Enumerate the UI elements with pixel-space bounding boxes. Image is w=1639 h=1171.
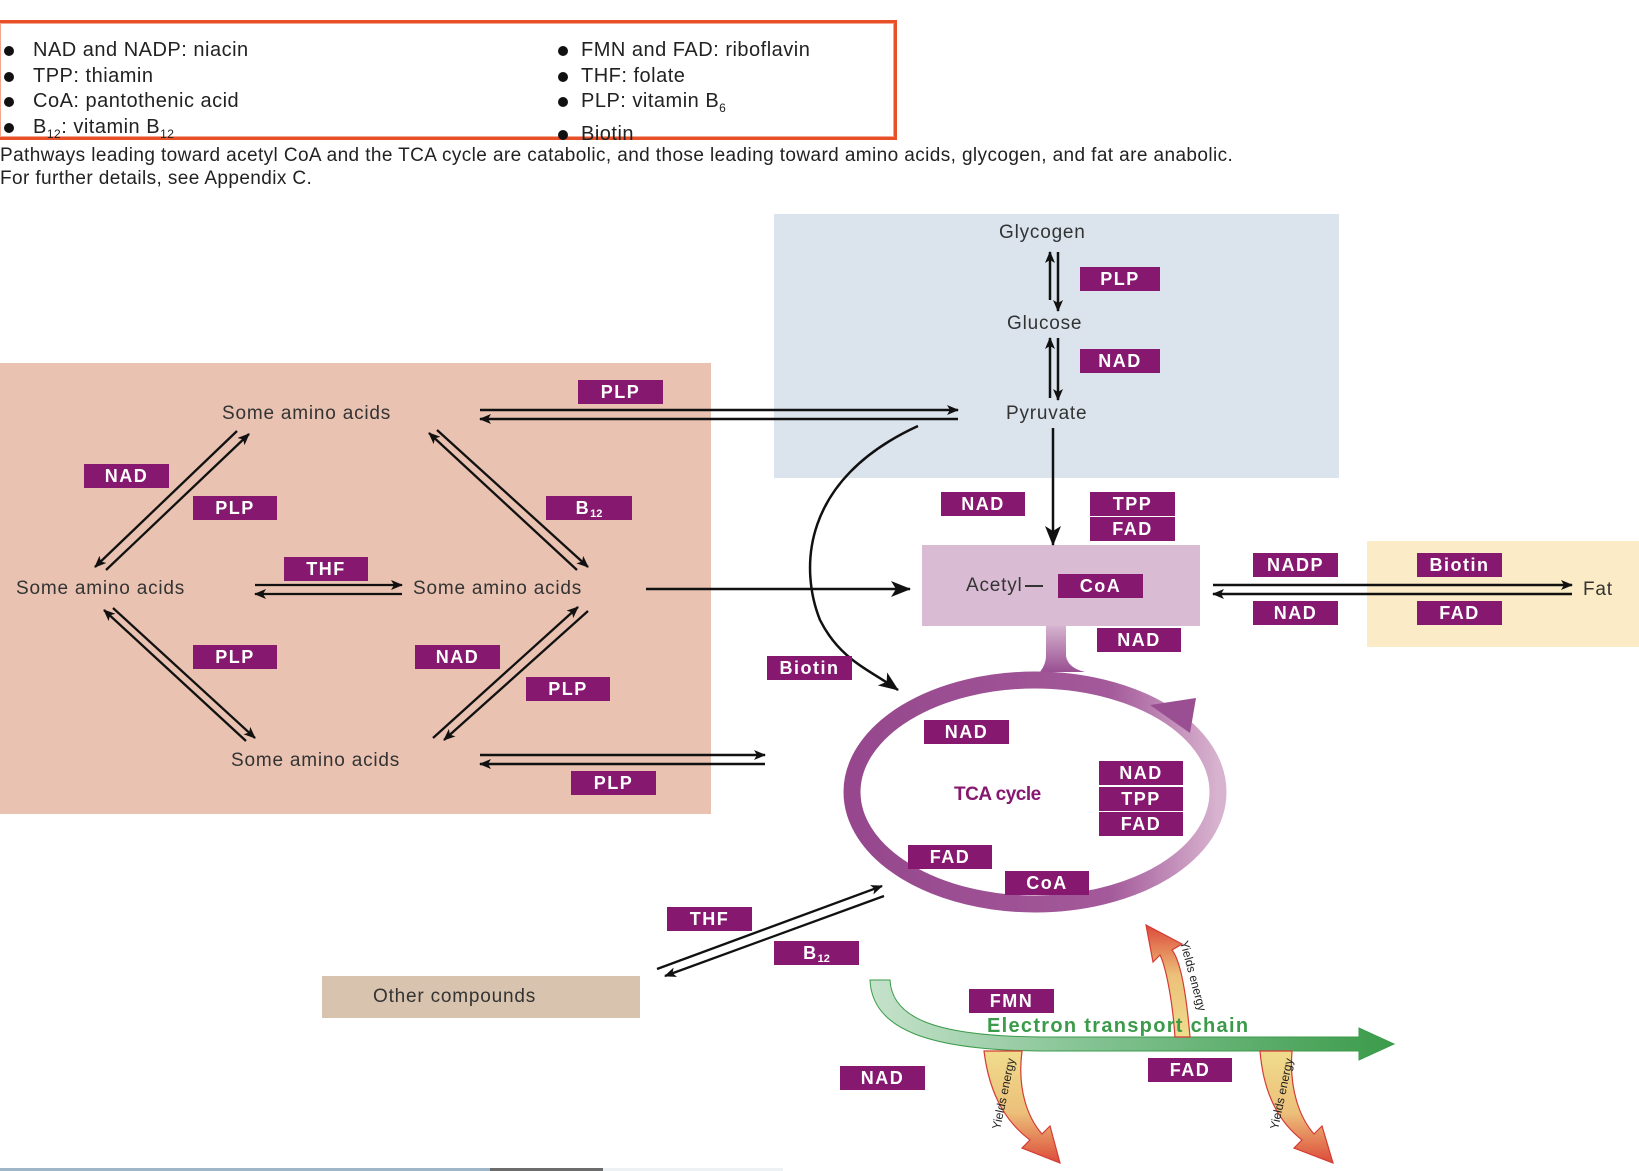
legend-item: CoA: pantothenic acid xyxy=(4,89,249,115)
arrow-amino-right-to-bottom xyxy=(443,610,589,741)
cofactor-tag-fad: FAD xyxy=(1148,1058,1232,1082)
yields-energy-arrow-1 xyxy=(983,1050,1061,1164)
cofactor-tag-nad: NAD xyxy=(1080,349,1160,373)
cofactor-tag-plp: PLP xyxy=(193,645,277,669)
tca-cycle-ring xyxy=(843,671,1227,913)
legend-item: Biotin xyxy=(556,122,810,148)
node-pyruvate: Pyruvate xyxy=(1006,403,1088,424)
tca-entry-stem xyxy=(1040,626,1085,672)
cofactor-tag-nad: NAD xyxy=(1097,628,1181,652)
node-glycogen: Glycogen xyxy=(999,222,1086,243)
arrow-amino-left-to-top xyxy=(105,433,250,571)
cofactor-tag-tpp: TPP xyxy=(1090,492,1175,516)
cofactor-tag-nad: NAD xyxy=(84,464,169,488)
cofactor-tag-coa: CoA xyxy=(1058,574,1143,598)
node-amino-acids-left: Some amino acids xyxy=(16,578,186,599)
cofactor-tag-nad: NAD xyxy=(941,492,1025,516)
cofactor-tag-plp: PLP xyxy=(193,496,277,520)
yields-energy-arrow-3 xyxy=(1259,1050,1334,1164)
cofactor-tag-fmn: FMN xyxy=(969,989,1054,1013)
cofactor-tag-coa: CoA xyxy=(1005,871,1089,895)
legend-item: TPP: thiamin xyxy=(4,64,249,90)
cofactor-tag-plp: PLP xyxy=(526,677,610,701)
legend-right-column: FMN and FAD: riboflavin THF: folate PLP:… xyxy=(556,38,810,147)
electron-transport-chain-label: Electron transport chain xyxy=(987,1015,1250,1037)
other-compounds-region xyxy=(322,976,640,1018)
cofactor-tag-plp: PLP xyxy=(1080,267,1160,291)
cofactor-tag-biotin: Biotin xyxy=(1417,553,1502,577)
arrow-pyruvate-to-oxaloacetate xyxy=(808,424,919,692)
bottom-scroll-track xyxy=(603,1168,783,1171)
legend-item: B12: vitamin B12 xyxy=(4,115,249,148)
node-amino-acids-top: Some amino acids xyxy=(222,403,392,424)
cofactor-tag-nad: NAD xyxy=(1099,761,1183,785)
cofactor-tag-fad: FAD xyxy=(1090,517,1175,541)
node-fat: Fat xyxy=(1583,579,1613,600)
carbohydrate-region xyxy=(774,214,1339,478)
arrow-other-to-tca xyxy=(656,884,883,971)
arrow-amino-bottom-to-left xyxy=(103,609,247,742)
legend-left-column: NAD and NADP: niacin TPP: thiamin CoA: p… xyxy=(4,38,249,148)
yields-energy-arrow-2 xyxy=(1145,923,1191,1038)
legend-item: PLP: vitamin B6 xyxy=(556,89,810,122)
node-glucose: Glucose xyxy=(1007,313,1083,334)
cofactor-tag-b12: B12 xyxy=(774,941,859,965)
legend-box: NAD and NADP: niacin TPP: thiamin CoA: p… xyxy=(0,20,897,145)
legend-item: NAD and NADP: niacin xyxy=(4,38,249,64)
cofactor-tag-b12: B12 xyxy=(546,496,632,520)
acetyl-bond xyxy=(1024,584,1043,587)
cofactor-tag-fad: FAD xyxy=(908,845,992,869)
cofactor-tag-thf: THF xyxy=(667,907,752,931)
cofactor-tag-fad: FAD xyxy=(1099,812,1183,836)
node-amino-acids-bottom: Some amino acids xyxy=(231,750,401,771)
caption-line-1: Pathways leading toward acetyl CoA and t… xyxy=(0,145,1234,166)
arrow-amino-left-to-bottom xyxy=(112,607,256,739)
cofactor-tag-nad: NAD xyxy=(924,720,1009,744)
bottom-scroll-thumb[interactable] xyxy=(490,1168,603,1171)
arrow-amino-right-to-top xyxy=(428,432,578,571)
amino-acid-region xyxy=(0,363,711,814)
tca-cycle-label: TCA cycle xyxy=(954,784,1041,805)
bottom-scroll-strip xyxy=(0,1168,490,1171)
arrow-amino-top-to-left xyxy=(94,430,238,568)
cofactor-tag-thf: THF xyxy=(284,557,368,581)
node-acetyl: Acetyl xyxy=(966,575,1043,597)
cofactor-tag-nad: NAD xyxy=(840,1066,925,1090)
tca-cycle-arrowhead xyxy=(1150,698,1196,733)
electron-transport-chain-arrow xyxy=(869,979,1396,1061)
arrow-tca-to-other xyxy=(664,894,885,978)
cofactor-tag-tpp: TPP xyxy=(1099,787,1183,811)
legend-item: FMN and FAD: riboflavin xyxy=(556,38,810,64)
acetyl-label: Acetyl xyxy=(966,575,1023,596)
node-other-compounds: Other compounds xyxy=(373,986,537,1007)
cofactor-tag-plp: PLP xyxy=(571,771,656,795)
arrow-amino-top-to-right xyxy=(436,429,589,568)
node-amino-acids-right: Some amino acids xyxy=(413,578,583,599)
cofactor-tag-nad: NAD xyxy=(1253,601,1338,625)
legend-item: THF: folate xyxy=(556,64,810,90)
cofactor-tag-nadp: NADP xyxy=(1253,553,1338,577)
cofactor-tag-plp: PLP xyxy=(578,380,663,404)
cofactor-tag-fad: FAD xyxy=(1417,601,1502,625)
caption-line-2: For further details, see Appendix C. xyxy=(0,168,313,189)
arrow-amino-bottom-to-right xyxy=(432,606,579,739)
cofactor-tag-biotin: Biotin xyxy=(767,656,852,680)
cofactor-tag-nad: NAD xyxy=(415,645,500,669)
